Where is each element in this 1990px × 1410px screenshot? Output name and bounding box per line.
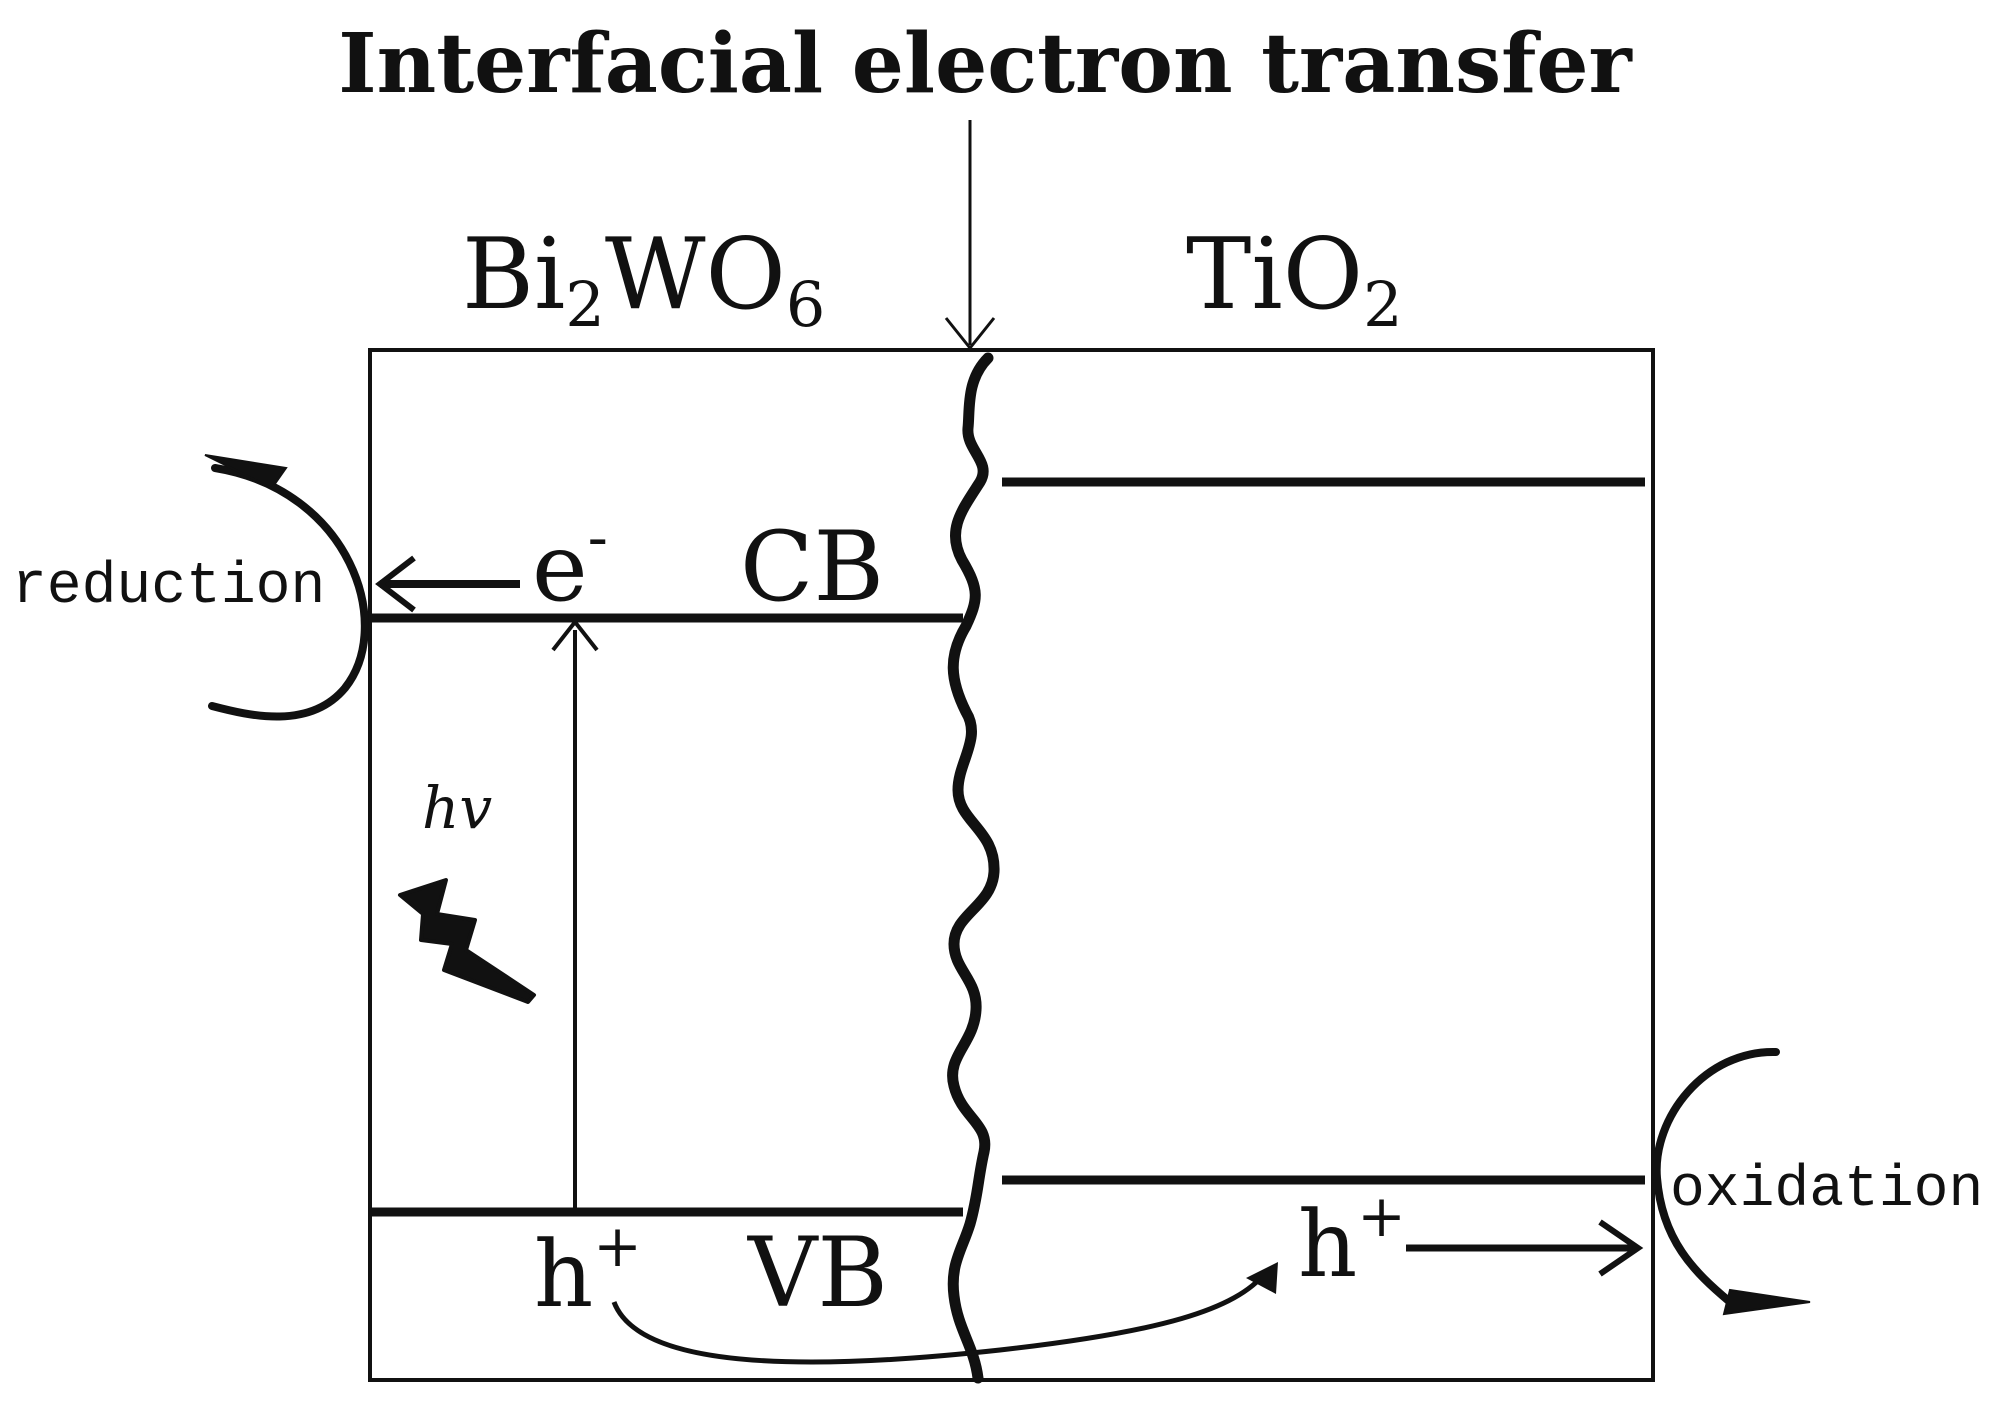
- junction-frame: [368, 348, 1655, 1382]
- electron-transfer-arrowhead: [375, 555, 416, 613]
- photon-label: hv: [422, 774, 492, 842]
- reduction-label: reduction: [12, 555, 325, 620]
- heterojunction-interface: [947, 352, 1000, 1384]
- oxidation-curved-arrowhead: [1722, 1288, 1811, 1316]
- hole-transfer-arrowhead: [1598, 1219, 1644, 1277]
- hole-label-vb: h+: [534, 1212, 642, 1328]
- reduction-curved-arrow: [208, 464, 369, 721]
- tio2-label: TiO2: [1186, 218, 1403, 341]
- hole-label-tio2: h+: [1298, 1182, 1406, 1298]
- reduction-curved-arrowhead: [204, 454, 288, 490]
- diagram-title: Interfacial electron transfer: [338, 16, 1633, 112]
- cb-label: CB: [740, 511, 884, 623]
- excitation-arrowhead: [551, 618, 599, 652]
- hole-transfer-curve-head: [1246, 1262, 1278, 1294]
- oxidation-curved-arrow: [1652, 1047, 1780, 1306]
- lightning-icon: [398, 878, 536, 1004]
- bi2wo6-label: Bi2WO6: [462, 218, 825, 341]
- vb-label: VB: [747, 1217, 888, 1329]
- electron-label: e-: [532, 503, 608, 623]
- oxidation-label: oxidation: [1670, 1158, 1983, 1223]
- hole-transfer-curve: [611, 1270, 1268, 1365]
